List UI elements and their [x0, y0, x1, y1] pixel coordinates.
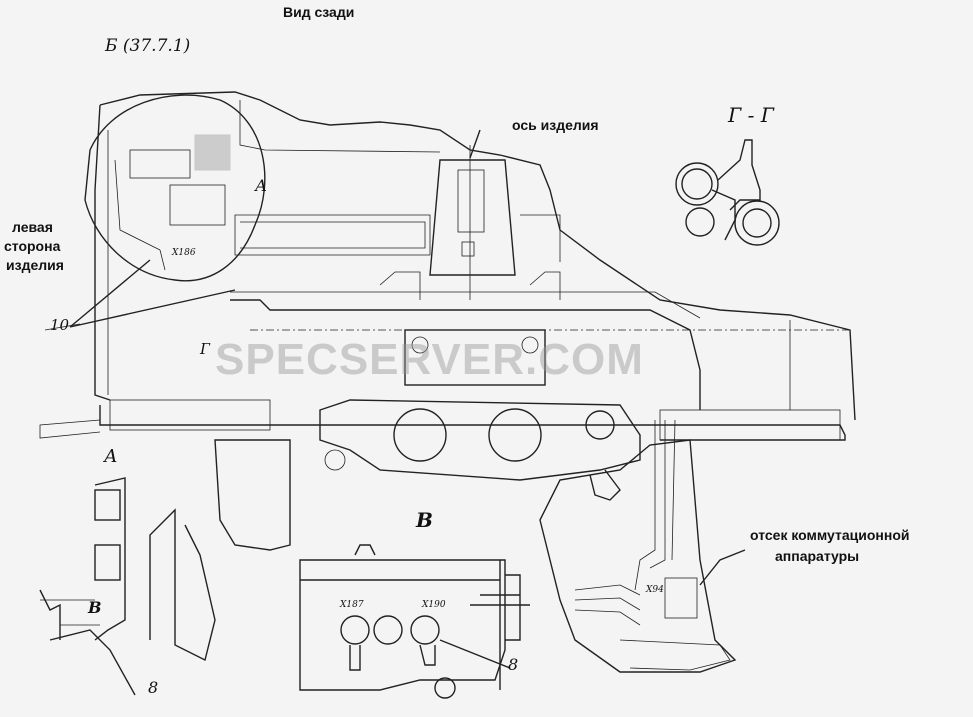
engine-block	[404, 329, 546, 386]
cable-channel	[230, 299, 701, 410]
axis-block	[429, 159, 516, 276]
left-side-label-line2: сторона	[4, 238, 61, 254]
connector-x186-label: Х186	[172, 248, 196, 258]
watermark: SPECSERVER.COM	[215, 335, 644, 384]
view-b-circle	[84, 94, 266, 282]
marker-v-small: В	[88, 598, 102, 617]
left-mudguard	[214, 439, 291, 551]
transmission	[319, 399, 641, 481]
rear-view-title: Вид сзади	[283, 4, 355, 20]
left-side-label-line1: левая	[12, 219, 53, 235]
product-axis-label: ось изделия	[512, 117, 599, 133]
connector-x190-label: Х190	[422, 600, 446, 610]
cab-left-wall	[94, 104, 111, 401]
compartment-label-line1: отсек коммутационной	[750, 527, 910, 543]
callout-10-leaders	[69, 259, 236, 328]
compartment-label-line2: аппаратуры	[775, 548, 860, 564]
callout-10-label: 10	[50, 316, 70, 334]
detail-a	[39, 477, 216, 696]
compartment-housing	[539, 439, 737, 673]
view-a-label: А	[104, 446, 118, 467]
marker-g-main: Г	[200, 340, 210, 358]
connector-x94-label: Х94	[646, 585, 664, 595]
section-g-detail	[675, 139, 780, 246]
section-g-label: Г - Г	[728, 103, 774, 127]
view-b-label: Б (37.7.1)	[105, 36, 191, 56]
marker-a-main: А	[255, 176, 268, 195]
callout-8-detail-a: 8	[148, 678, 159, 697]
connector-x187-label: Х187	[340, 600, 364, 610]
cab-outline	[99, 91, 856, 421]
callout-8-detail-v: 8	[508, 655, 519, 674]
left-side-label-line3: изделия	[6, 257, 64, 273]
view-v-label: В	[416, 508, 433, 532]
detail-v	[299, 544, 530, 699]
